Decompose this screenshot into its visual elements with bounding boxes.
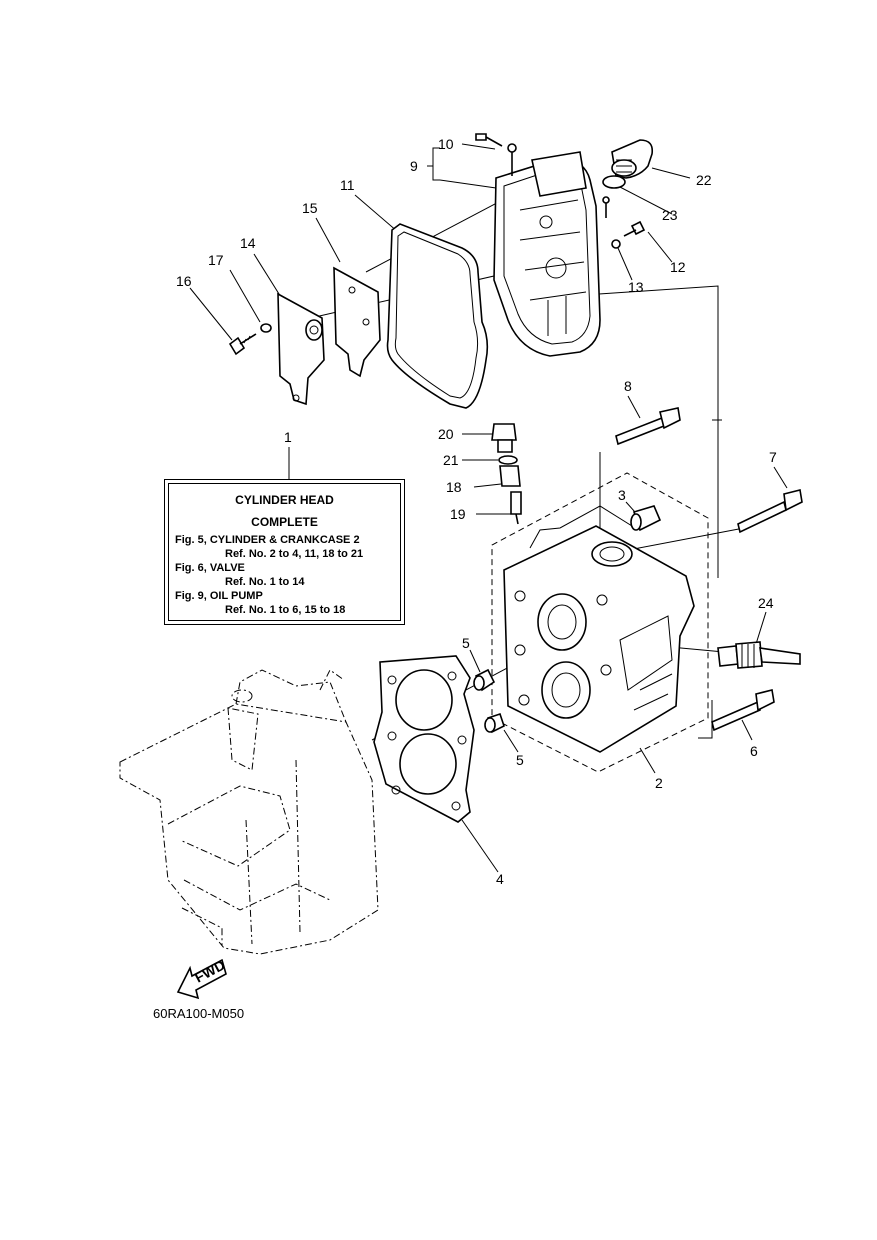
reference-line: Ref. No. 1 to 6, 15 to 18: [225, 604, 346, 616]
callout-8: 8: [624, 378, 632, 394]
o-ring-23: [602, 175, 626, 189]
reference-title: CYLINDER HEAD COMPLETE: [165, 489, 404, 533]
callout-2: 2: [655, 775, 663, 791]
bolt-12: [623, 220, 646, 237]
plate-15: [333, 266, 381, 378]
cylinder-head-cover: [493, 143, 610, 357]
reference-line: Ref. No. 1 to 14: [225, 576, 305, 588]
plate-14: [277, 292, 325, 406]
callout-17: 17: [208, 252, 224, 268]
callout-3: 3: [618, 487, 626, 503]
callout-4: 4: [496, 871, 504, 887]
callout-13: 13: [628, 279, 644, 295]
bolt-10: [475, 133, 503, 147]
screw-16: [228, 333, 257, 356]
callout-14: 14: [240, 235, 256, 251]
callout-9: 9: [410, 158, 418, 174]
callout-11: 11: [340, 177, 355, 193]
callout-1: 1: [284, 429, 292, 445]
washer-17: [260, 323, 272, 333]
callout-21: 21: [443, 452, 459, 468]
callout-10: 10: [438, 136, 454, 152]
callout-24: 24: [758, 595, 774, 611]
bolt-8: [615, 407, 681, 446]
callout-7: 7: [769, 449, 777, 465]
reference-title-line-2: COMPLETE: [251, 515, 318, 529]
reference-title-line-1: CYLINDER HEAD: [235, 493, 334, 507]
cylinder-head-outline: [491, 472, 709, 773]
washer-13: [611, 239, 621, 249]
bolt-6: [711, 689, 775, 732]
callout-5-upper: 5: [462, 635, 470, 651]
head-gasket-4: [373, 655, 475, 823]
bolt-7: [737, 489, 803, 534]
dowel-5-lower: [484, 712, 505, 734]
reference-line: Fig. 9, OIL PUMP: [175, 590, 263, 602]
callout-19: 19: [450, 506, 466, 522]
anode-19: [510, 491, 522, 525]
callout-5-lower: 5: [516, 752, 524, 768]
callout-16: 16: [176, 273, 192, 289]
diagram-code: 60RA100-M050: [153, 1006, 245, 1021]
reference-line: Ref. No. 2 to 4, 11, 18 to 21: [225, 548, 364, 560]
callout-6: 6: [750, 743, 758, 759]
callout-15: 15: [302, 200, 318, 216]
dowel-3: [630, 505, 662, 532]
cylinder-head: [503, 505, 695, 753]
dowel-5-upper: [473, 668, 496, 692]
fwd-arrow-icon: FWD: [176, 957, 228, 1000]
bolt-20: [491, 423, 517, 453]
reference-box: CYLINDER HEAD COMPLETE Fig. 5, CYLINDER …: [164, 479, 405, 625]
spacer-18: [499, 465, 521, 487]
reference-line: Fig. 5, CYLINDER & CRANKCASE 2: [175, 534, 360, 546]
callout-22: 22: [696, 172, 712, 188]
callout-12: 12: [670, 259, 686, 275]
reference-line: Fig. 6, VALVE: [175, 562, 245, 574]
crankcase-phantom: [119, 669, 379, 955]
callout-18: 18: [446, 479, 462, 495]
callout-23: 23: [662, 207, 678, 223]
callout-numbers: 1 2 3 4 5 5 6 7 8 9 10 11 12 13 14 15 16…: [176, 136, 777, 887]
o-ring-21: [498, 455, 518, 465]
callout-20: 20: [438, 426, 454, 442]
cover-gasket: [386, 223, 489, 409]
oil-filler-cap: [611, 139, 654, 179]
spark-plug-24: [717, 641, 801, 669]
